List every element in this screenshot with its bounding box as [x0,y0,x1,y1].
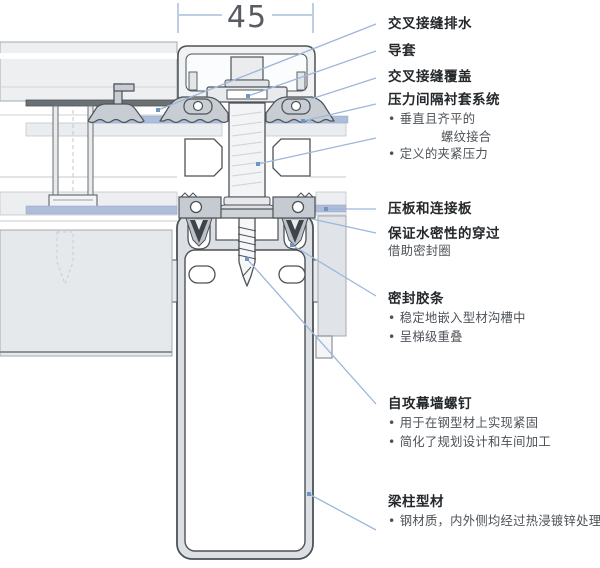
label-sealing-gasket: 密封胶条 • 稳定地嵌入型材沟槽中 • 呈梯级重叠 [388,292,526,347]
label-title: 密封胶条 [388,291,444,307]
label-pressure-spacer-sleeve-system: 压力间隔衬套系统 • 垂直且齐平的 螺纹接合 • 定义的夹紧压力 [388,93,500,165]
pressure-plate [178,192,316,247]
label-note: • 简化了规划设计和车间加工 [388,434,551,449]
label-cross-joint-cover: 交叉接缝覆盖 [388,70,472,85]
dimension-value: 45 [226,0,268,35]
label-pressure-plate: 压板和连接板 [388,202,472,217]
label-note: • 呈梯级重叠 [388,329,463,344]
self-tapping-screw [237,217,257,287]
left-upper-glass-panel [0,41,178,116]
label-cross-joint-drainage: 交叉接缝排水 [388,17,472,32]
label-note: 螺纹接合 [441,129,492,144]
label-title: 压力间隔衬套系统 [388,92,500,108]
label-note: • 定义的夹紧压力 [388,147,488,161]
label-title: 压板和连接板 [388,201,472,217]
label-note: • 稳定地嵌入型材沟槽中 [388,311,526,325]
label-title: 梁柱型材 [388,494,444,510]
label-mullion-profile: 梁柱型材 • 钢材质，内外侧均经过热浸镀锌处理 [388,495,600,532]
lower-glass-panels [0,215,347,359]
label-title: 交叉接缝排水 [388,16,472,32]
hidden-screw-ghost [56,231,74,286]
drainage-gasket-feet [87,83,335,124]
threaded-sleeve [219,102,275,215]
label-self-tapping-screw: 自攻幕墙螺钉 • 用于在钢型材上实现紧固 • 简化了规划设计和车间加工 [388,397,551,452]
label-title: 保证水密性的穿过 [388,226,500,242]
dimension-45 [177,3,314,33]
label-title: 自攻幕墙螺钉 [388,396,472,412]
label-title: 导套 [388,43,416,59]
label-note: • 用于在钢型材上实现紧固 [388,416,539,430]
leader-lines [157,23,377,531]
label-note: • 垂直且齐平的 [388,112,476,126]
label-guide-sleeve: 导套 [388,44,416,59]
leader-dots [156,94,328,496]
spacer-blocks [184,138,311,177]
label-watertight-penetration: 保证水密性的穿过 借助密封圈 [388,227,500,262]
label-note: • 钢材质，内外侧均经过热浸镀锌处理 [388,514,600,528]
label-title: 交叉接缝覆盖 [388,69,472,85]
label-note: 借助密封圈 [388,244,451,258]
